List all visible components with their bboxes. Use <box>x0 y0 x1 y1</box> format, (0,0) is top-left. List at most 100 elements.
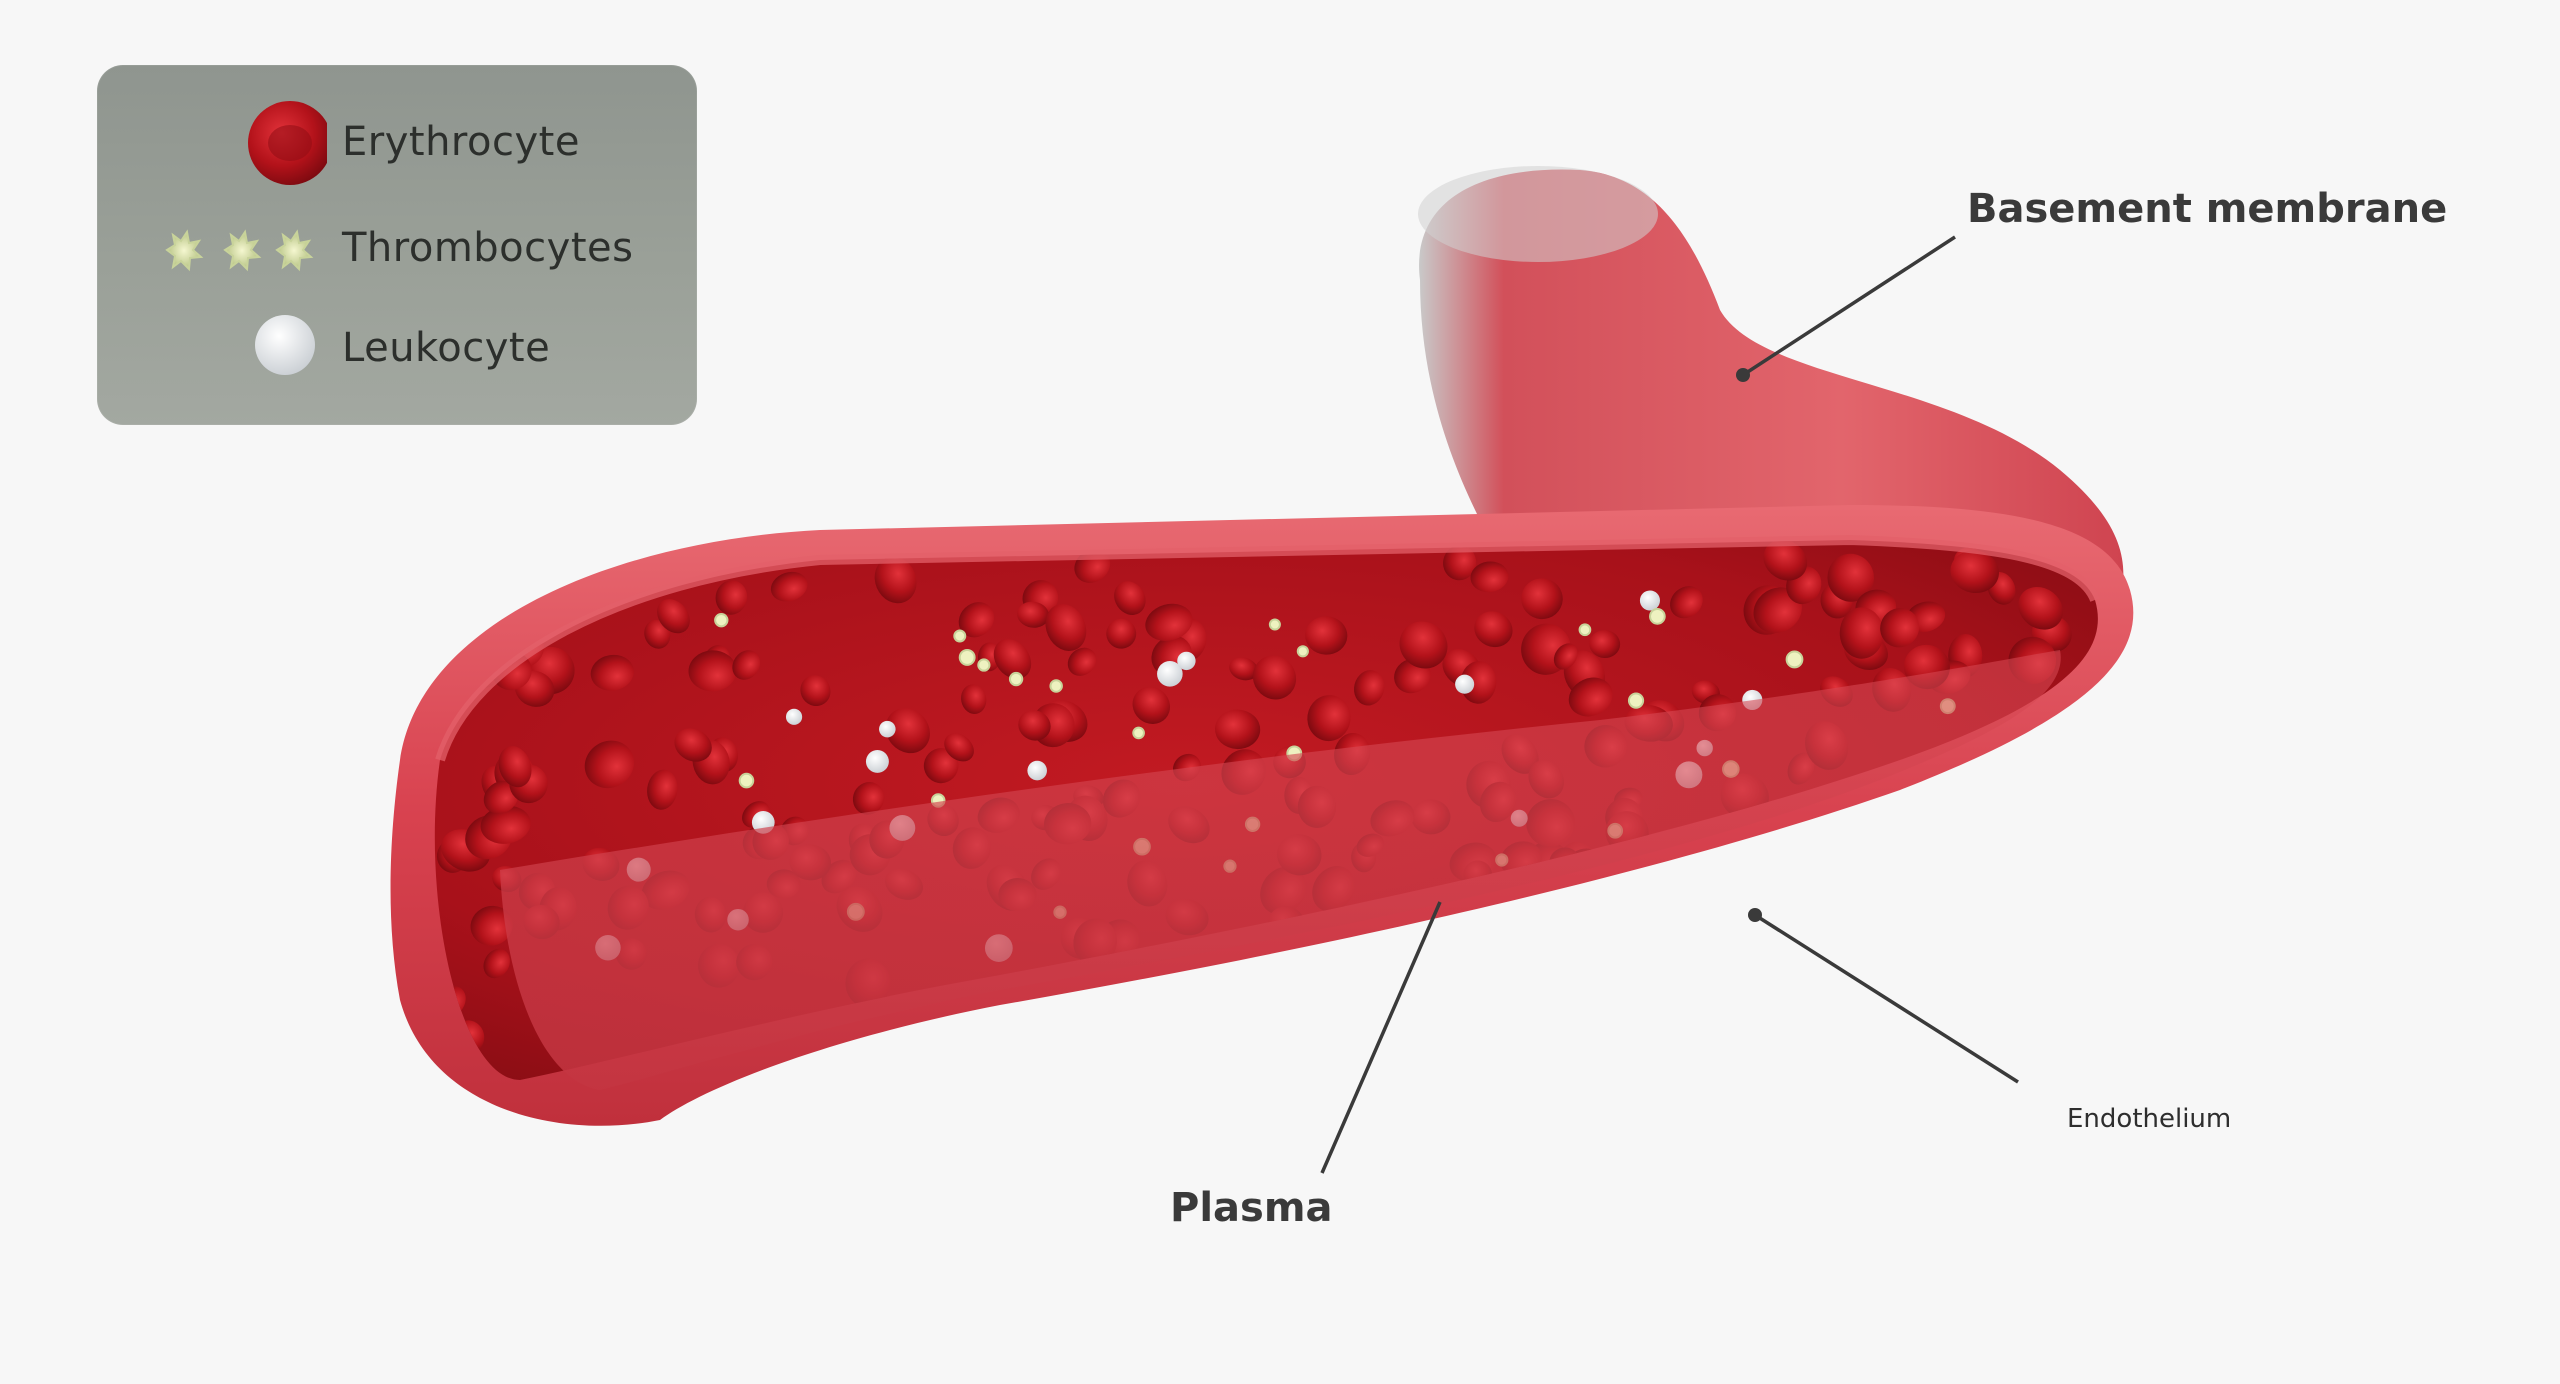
erythrocyte <box>732 650 761 680</box>
erythrocyte <box>1934 948 1976 993</box>
erythrocyte <box>1956 933 1988 962</box>
erythrocyte <box>2017 922 2059 966</box>
leukocyte <box>1934 869 1955 889</box>
leukocyte <box>879 720 896 738</box>
erythrocyte <box>1877 850 1910 888</box>
erythrocyte <box>487 584 511 615</box>
endothelium-rim <box>435 534 2100 762</box>
erythrocyte <box>2002 1005 2029 1032</box>
erythrocyte <box>961 684 987 714</box>
erythrocyte <box>1827 553 1875 602</box>
erythrocyte <box>1839 607 1884 659</box>
erythrocyte <box>2055 773 2090 805</box>
leukocyte <box>1177 651 1196 671</box>
erythrocyte <box>1666 864 1710 910</box>
erythrocyte <box>1114 581 1146 615</box>
erythrocyte <box>1579 945 1623 982</box>
erythrocyte <box>1067 647 1097 676</box>
erythrocyte <box>1856 931 1904 976</box>
thrombocyte <box>1008 671 1024 687</box>
erythrocyte <box>1593 1006 1638 1055</box>
erythrocyte <box>1132 686 1171 724</box>
erythrocyte <box>1606 925 1630 954</box>
erythrocyte <box>1521 578 1563 620</box>
erythrocyte <box>1442 964 1471 995</box>
erythrocyte <box>1106 618 1137 649</box>
erythrocyte <box>1702 857 1752 898</box>
erythrocyte <box>885 708 930 754</box>
erythrocyte <box>1114 998 1163 1047</box>
erythrocyte <box>2060 750 2098 790</box>
thrombocyte <box>738 772 755 789</box>
erythrocyte <box>1950 550 1999 594</box>
legend-label: Thrombocytes <box>342 225 634 271</box>
erythrocyte <box>483 780 519 814</box>
erythrocyte <box>1881 953 1920 986</box>
erythrocyte <box>1577 977 1610 1004</box>
erythrocyte <box>1537 1016 1568 1045</box>
erythrocyte <box>1604 880 1632 910</box>
erythrocyte <box>1145 603 1193 641</box>
leukocyte <box>1157 661 1183 687</box>
erythrocyte <box>1850 849 1898 898</box>
erythrocyte <box>1749 945 1777 971</box>
thrombocyte <box>714 612 729 628</box>
erythrocyte <box>1925 840 1968 885</box>
erythrocyte <box>1641 966 1666 996</box>
erythrocyte <box>647 769 678 810</box>
erythrocyte-icon <box>248 101 327 185</box>
leukocyte <box>1639 590 1660 611</box>
thrombocyte <box>1049 679 1063 693</box>
erythrocyte <box>1443 545 1477 581</box>
erythrocyte <box>2016 881 2059 923</box>
basement-membrane-label: Basement membrane <box>1967 186 2448 232</box>
erythrocyte <box>958 602 995 638</box>
erythrocyte <box>483 948 510 979</box>
erythrocyte <box>1460 661 1497 704</box>
erythrocyte <box>674 728 712 762</box>
thrombocyte <box>2014 861 2032 880</box>
erythrocyte <box>1782 976 1833 1023</box>
erythrocyte <box>1214 709 1261 750</box>
erythrocyte <box>590 654 634 691</box>
legend-panel: Erythrocyte Thrombocytes Leukocyte <box>97 65 697 425</box>
erythrocyte <box>1229 657 1258 681</box>
erythrocyte <box>1553 643 1578 670</box>
erythrocyte <box>1763 540 1808 581</box>
endothelium-pointer <box>1748 908 1762 922</box>
erythrocyte <box>1753 587 1802 634</box>
erythrocyte <box>1867 875 1906 919</box>
erythrocyte <box>1568 677 1613 717</box>
erythrocyte <box>1978 814 2018 854</box>
erythrocyte <box>1941 890 1986 933</box>
thrombocyte <box>958 648 976 666</box>
erythrocyte <box>1399 621 1448 669</box>
erythrocyte <box>1609 999 1650 1038</box>
erythrocyte <box>1952 912 1998 954</box>
leukocyte <box>785 708 803 725</box>
erythrocyte <box>923 748 959 784</box>
thrombocyte <box>1785 650 1804 669</box>
erythrocyte <box>1863 933 1893 967</box>
erythrocyte <box>1903 898 1932 923</box>
erythrocyte <box>1017 601 1050 628</box>
thrombocyte <box>977 658 991 672</box>
erythrocyte <box>1880 608 1920 648</box>
erythrocyte <box>1394 1000 1426 1033</box>
erythrocyte <box>770 571 808 602</box>
erythrocyte <box>1762 1014 1804 1055</box>
erythrocyte <box>1307 695 1351 742</box>
erythrocyte <box>993 639 1032 679</box>
erythrocyte <box>1442 983 1490 1032</box>
erythrocyte <box>1978 954 2027 1001</box>
thrombocyte <box>1268 618 1281 631</box>
erythrocyte <box>1305 616 1348 655</box>
erythrocyte <box>1848 933 1882 968</box>
thrombocyte <box>1296 645 1309 658</box>
erythrocyte <box>1323 972 1353 1000</box>
erythrocyte <box>874 556 917 604</box>
thrombocyte <box>1627 692 1645 709</box>
erythrocyte <box>1653 992 1687 1027</box>
erythrocyte <box>2027 811 2069 852</box>
erythrocyte <box>1946 960 1996 1009</box>
